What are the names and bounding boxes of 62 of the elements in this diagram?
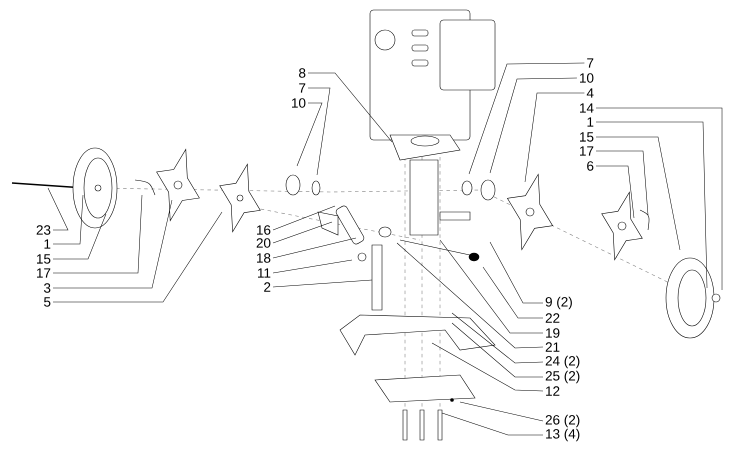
callout-number: 2 bbox=[264, 282, 270, 292]
callout-number: 19 bbox=[546, 328, 560, 338]
callout-number: 18 bbox=[257, 253, 270, 263]
callout-number: 4 bbox=[586, 88, 594, 98]
leader-line bbox=[272, 206, 336, 230]
leader-line bbox=[308, 72, 392, 142]
leader-line bbox=[524, 92, 585, 182]
leader-line bbox=[52, 214, 106, 260]
callout-number: 7 bbox=[299, 83, 306, 93]
callout-number: 17 bbox=[37, 268, 50, 278]
callout-number: 9 (2) bbox=[546, 296, 572, 310]
leader-line bbox=[596, 150, 648, 216]
callout-number: 17 bbox=[580, 146, 594, 156]
callout-number: 16 bbox=[257, 225, 270, 235]
callout-number: 22 bbox=[546, 313, 560, 323]
leader-line bbox=[272, 222, 332, 244]
callout-number: 25 (2) bbox=[546, 370, 580, 384]
leader-line bbox=[272, 280, 372, 288]
leader-line bbox=[52, 212, 222, 302]
callout-number: 11 bbox=[258, 268, 270, 278]
leader-line bbox=[490, 242, 544, 304]
leader-line bbox=[460, 402, 544, 422]
leader-line bbox=[272, 260, 352, 274]
leader-line bbox=[596, 136, 680, 250]
leader-line bbox=[308, 88, 330, 176]
leader-line bbox=[596, 166, 634, 218]
callout-number: 15 bbox=[580, 132, 594, 142]
leader-line bbox=[490, 78, 578, 174]
callout-number: 10 bbox=[580, 73, 594, 83]
callout-number: 6 bbox=[587, 161, 594, 171]
callout-number: 14 bbox=[580, 103, 594, 113]
callout-number: 7 bbox=[587, 58, 594, 68]
leader-line bbox=[396, 242, 544, 348]
leader-line bbox=[432, 342, 544, 392]
callout-number: 1 bbox=[588, 117, 594, 127]
leader-line bbox=[482, 266, 544, 318]
leader-line bbox=[48, 188, 68, 230]
callout-number: 26 (2) bbox=[546, 414, 580, 428]
leader-line bbox=[52, 200, 172, 288]
callout-number: 24 (2) bbox=[546, 356, 580, 368]
callout-number: 10 bbox=[292, 98, 306, 108]
leader-line bbox=[452, 312, 544, 364]
callout-number: 21 bbox=[546, 342, 560, 352]
callout-number: 12 bbox=[546, 386, 560, 396]
leader-line bbox=[52, 194, 142, 274]
leader-line bbox=[468, 62, 585, 174]
leader-line bbox=[596, 122, 708, 288]
callout-number: 8 bbox=[299, 68, 306, 78]
leader-line bbox=[442, 412, 544, 436]
leader-line bbox=[52, 194, 84, 244]
leader-line bbox=[296, 102, 322, 166]
callout-number: 13 (4) bbox=[546, 428, 580, 442]
leader-line bbox=[452, 322, 544, 378]
callout-number: 15 bbox=[37, 254, 50, 264]
callout-number: 23 bbox=[36, 225, 50, 235]
leader-line bbox=[272, 238, 356, 258]
callout-number: 5 bbox=[44, 297, 50, 307]
leader-line bbox=[596, 108, 722, 290]
callout-number: 20 bbox=[256, 238, 270, 248]
leader-line bbox=[440, 240, 544, 334]
callout-number: 3 bbox=[44, 283, 50, 293]
callout-number: 1 bbox=[44, 239, 50, 249]
